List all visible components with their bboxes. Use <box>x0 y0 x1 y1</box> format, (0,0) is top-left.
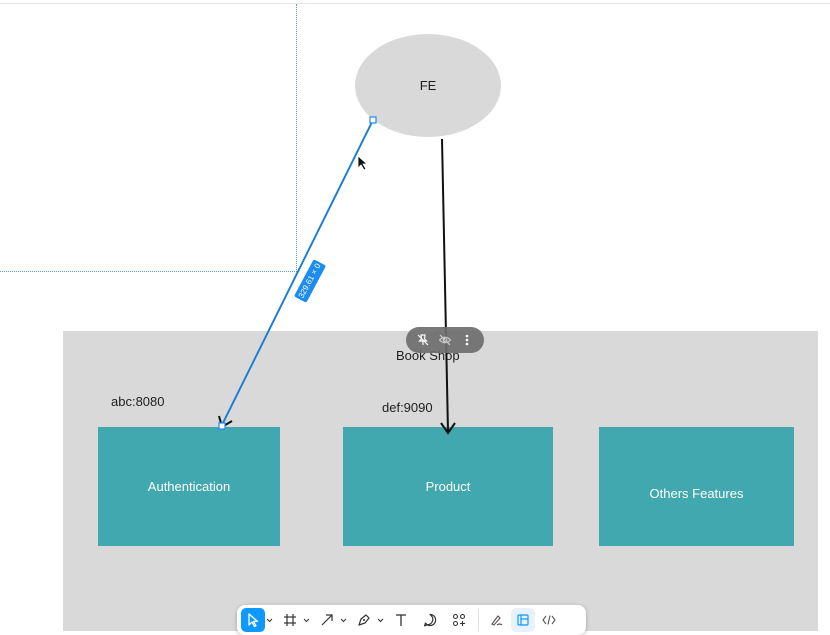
product-port-label[interactable]: def:9090 <box>382 400 433 415</box>
arrow-tool-dropdown[interactable] <box>339 608 347 632</box>
measurement-badge: 329.61 × 0 <box>293 259 327 303</box>
more-vertical-icon[interactable] <box>458 331 476 349</box>
chevron-down-icon <box>340 618 346 622</box>
mouse-cursor-icon <box>357 155 369 171</box>
code-brackets-icon <box>542 615 556 625</box>
canvas-top-edge <box>0 3 830 4</box>
authentication-box-label: Authentication <box>147 479 231 494</box>
frame-hash-icon <box>284 614 296 626</box>
bottom-toolbar <box>237 605 586 635</box>
auth-port-label[interactable]: abc:8080 <box>111 394 165 409</box>
text-tool-button[interactable] <box>389 608 413 632</box>
product-box[interactable]: Product <box>343 427 553 546</box>
components-tool-button[interactable] <box>447 608 471 632</box>
chevron-down-icon <box>266 618 272 622</box>
object-quick-toolbar <box>406 327 484 353</box>
toolbar-divider <box>478 609 479 631</box>
cursor-arrow-icon <box>248 613 259 628</box>
frame-tool-dropdown[interactable] <box>302 608 310 632</box>
pen-nib-icon <box>358 614 370 626</box>
move-tool-dropdown[interactable] <box>265 608 273 632</box>
eye-off-icon[interactable] <box>436 331 454 349</box>
design-mode-icon <box>517 614 529 626</box>
chevron-down-icon <box>377 618 383 622</box>
vertical-smart-guide <box>296 4 297 274</box>
draw-mode-button[interactable] <box>485 608 509 632</box>
connector-start-handle[interactable] <box>369 116 377 124</box>
arrow-tool-button[interactable] <box>315 608 339 632</box>
pen-tool-button[interactable] <box>352 608 376 632</box>
others-features-box-label: Others Features <box>649 486 744 501</box>
others-features-box[interactable]: Others Features <box>599 427 794 546</box>
design-mode-button[interactable] <box>511 608 535 632</box>
fe-ellipse[interactable]: FE <box>355 34 501 137</box>
fe-to-product-arrow[interactable] <box>440 138 456 435</box>
comment-bubble-icon <box>423 613 437 627</box>
frame-tool-button[interactable] <box>278 608 302 632</box>
horizontal-smart-guide <box>0 271 297 272</box>
authentication-box[interactable]: Authentication <box>98 427 280 546</box>
pin-off-icon[interactable] <box>414 331 432 349</box>
text-t-icon <box>396 614 406 626</box>
connector-end-handle[interactable] <box>218 422 226 430</box>
comment-tool-button[interactable] <box>418 608 442 632</box>
draw-squiggle-icon <box>491 615 503 626</box>
pen-tool-dropdown[interactable] <box>376 608 384 632</box>
product-box-label: Product <box>425 479 471 494</box>
move-tool-button[interactable] <box>241 608 265 632</box>
dev-mode-button[interactable] <box>537 608 561 632</box>
arrow-line-icon <box>321 614 333 626</box>
chevron-down-icon <box>303 618 309 622</box>
components-grid-icon <box>452 613 466 627</box>
fe-ellipse-label: FE <box>419 78 437 93</box>
